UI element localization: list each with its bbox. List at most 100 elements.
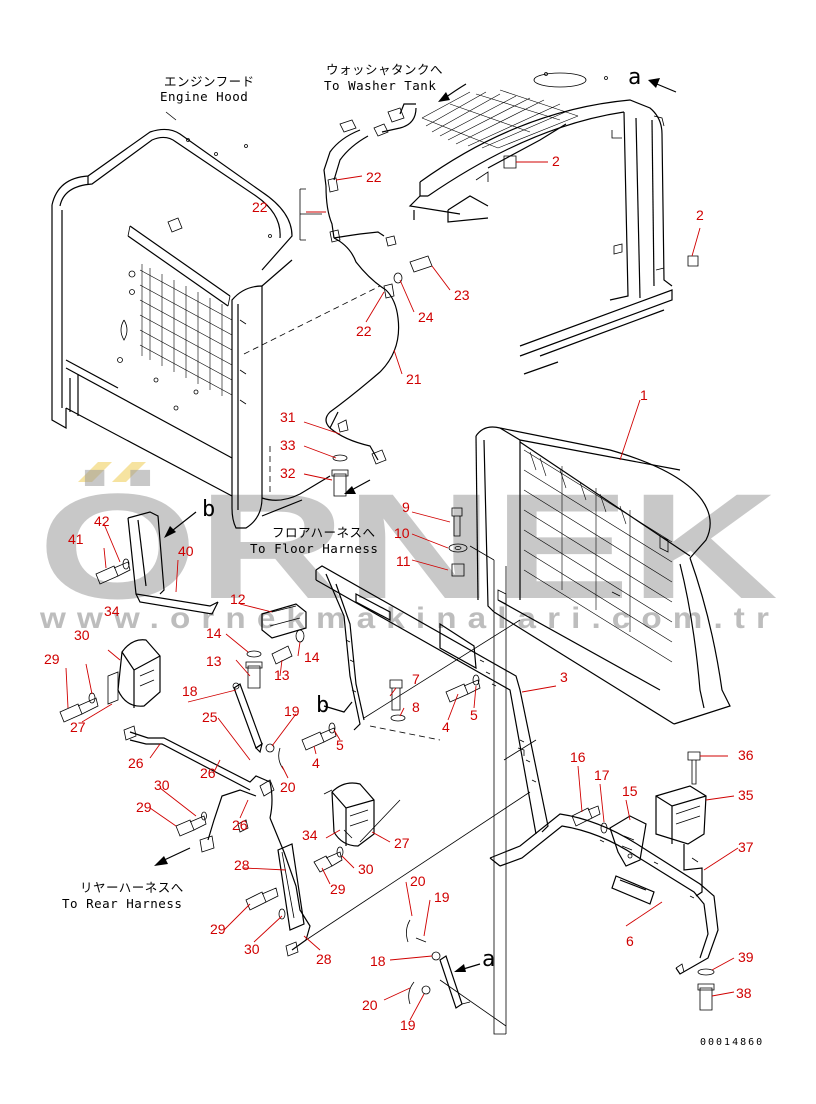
- bracket-upper-left: [245, 603, 307, 689]
- bolt-frame-7: [369, 679, 441, 741]
- callout-part-16: 16: [570, 749, 586, 765]
- bolt-lamp-center: [313, 846, 344, 873]
- callout-part-14: 14: [304, 649, 320, 665]
- callout-leaders: [65, 161, 739, 1021]
- bolt-frame-left: [301, 722, 337, 751]
- callout-part-20: 20: [410, 873, 426, 889]
- callout-part-7: 7: [412, 671, 420, 687]
- floor-harness-label-en: To Floor Harness: [250, 541, 378, 556]
- view-marker-b-top: b: [202, 497, 216, 522]
- bolt-frame-right: [445, 674, 481, 703]
- callout-part-19: 19: [400, 1017, 416, 1033]
- rear-hood-overview: [408, 72, 699, 375]
- support-frame: [315, 565, 549, 835]
- rear-harness-label-jp: リヤーハーネスへ: [80, 880, 184, 895]
- rear-door-louvers: [523, 449, 673, 663]
- callout-part-1: 1: [640, 387, 648, 403]
- callout-part-2: 2: [552, 153, 560, 169]
- bolt-bottom: [697, 968, 715, 1011]
- callout-part-32: 32: [280, 465, 296, 481]
- callout-part-30: 30: [244, 941, 260, 957]
- callout-part-30: 30: [358, 861, 374, 877]
- watermark-accent-left: [78, 462, 112, 482]
- callout-part-22: 22: [356, 323, 372, 339]
- engine-hood-label-jp: エンジンフード: [164, 74, 255, 89]
- callout-part-10: 10: [394, 525, 410, 541]
- view-marker-a-bottom: a: [482, 947, 496, 972]
- callout-part-33: 33: [280, 437, 296, 453]
- bracket: [609, 815, 647, 867]
- callout-part-2: 2: [696, 207, 704, 223]
- warning-lamp-right: [655, 785, 707, 897]
- callout-part-31: 31: [280, 409, 296, 425]
- callout-numbers: 1 2 2 3 4 4 5 5 6 7 8 9 10 11 12 13 13 1…: [44, 153, 754, 1033]
- callout-part-27: 27: [394, 835, 410, 851]
- callout-part-4: 4: [312, 755, 320, 771]
- callout-part-28: 28: [234, 857, 250, 873]
- callout-part-34: 34: [302, 827, 318, 843]
- assembly-guides: [305, 545, 537, 1035]
- callout-part-29: 29: [330, 881, 346, 897]
- callout-part-30: 30: [74, 627, 90, 643]
- washer-tank-label-en: To Washer Tank: [324, 78, 436, 93]
- bolt-long: [687, 751, 701, 785]
- document-number: 00014860: [700, 1037, 764, 1048]
- warning-lamp-center: [323, 782, 375, 847]
- callout-part-29: 29: [44, 651, 60, 667]
- rear-harness-label-en: To Rear Harness: [62, 896, 182, 911]
- callout-part-30: 30: [154, 777, 170, 793]
- engine-hood-drawing: [51, 111, 331, 529]
- callout-part-22: 22: [252, 199, 268, 215]
- callout-part-34: 34: [104, 603, 120, 619]
- callout-part-26: 26: [232, 817, 248, 833]
- callout-part-18: 18: [182, 683, 198, 699]
- callout-part-17: 17: [594, 767, 610, 783]
- lower-support-bar: [489, 813, 719, 975]
- callout-part-29: 29: [136, 799, 152, 815]
- callout-part-4: 4: [442, 719, 450, 735]
- callout-part-41: 41: [68, 531, 84, 547]
- engine-hood-grille: [139, 264, 233, 404]
- callout-part-36: 36: [738, 747, 754, 763]
- floor-harness-fasteners: [243, 285, 381, 497]
- callout-part-15: 15: [622, 783, 638, 799]
- callout-part-19: 19: [434, 889, 450, 905]
- callout-part-26: 26: [200, 765, 216, 781]
- callout-part-9: 9: [402, 499, 410, 515]
- bolt-door-hinge: [448, 507, 468, 577]
- watermark-url: www.ornekmakinalari.com.tr: [39, 602, 780, 635]
- callout-part-5: 5: [470, 707, 478, 723]
- warning-lamp-left: [107, 639, 161, 708]
- callout-part-13: 13: [206, 653, 222, 669]
- rear-hood-grille: [421, 89, 579, 149]
- lamp-bracket-left: [127, 511, 219, 615]
- callout-part-39: 39: [738, 949, 754, 965]
- callout-part-28: 28: [316, 951, 332, 967]
- callout-part-5: 5: [336, 737, 344, 753]
- gas-spring-lower: [406, 919, 471, 1009]
- watermark: ÖRNEK www.ornekmakinalari.com.tr: [38, 462, 780, 635]
- bolt-lamp-left: [59, 692, 99, 723]
- callout-part-3: 3: [560, 669, 568, 685]
- callout-part-37: 37: [738, 839, 754, 855]
- callout-part-20: 20: [280, 779, 296, 795]
- gas-spring-upper: [232, 682, 285, 771]
- callout-part-35: 35: [738, 787, 754, 803]
- callout-part-11: 11: [396, 553, 411, 569]
- callout-part-26: 26: [128, 755, 144, 771]
- engine-hood-label-en: Engine Hood: [160, 89, 248, 104]
- callout-part-21: 21: [406, 371, 422, 387]
- cover-plate: [277, 843, 305, 931]
- callout-part-6: 6: [626, 933, 634, 949]
- harness-labels: エンジンフード Engine Hood ウォッシャタンクへ To Washer …: [62, 62, 764, 1048]
- callout-part-19: 19: [284, 703, 300, 719]
- bolt-harness: [175, 811, 207, 837]
- floor-harness-label-jp: フロアハーネスへ: [272, 525, 376, 540]
- callout-part-20: 20: [362, 997, 378, 1013]
- watermark-brand: ÖRNEK: [38, 462, 778, 630]
- bolt-plate: [245, 887, 286, 920]
- callout-part-8: 8: [412, 699, 420, 715]
- view-marker-b-mid: b: [316, 693, 330, 718]
- watermark-accent-right: [112, 462, 146, 482]
